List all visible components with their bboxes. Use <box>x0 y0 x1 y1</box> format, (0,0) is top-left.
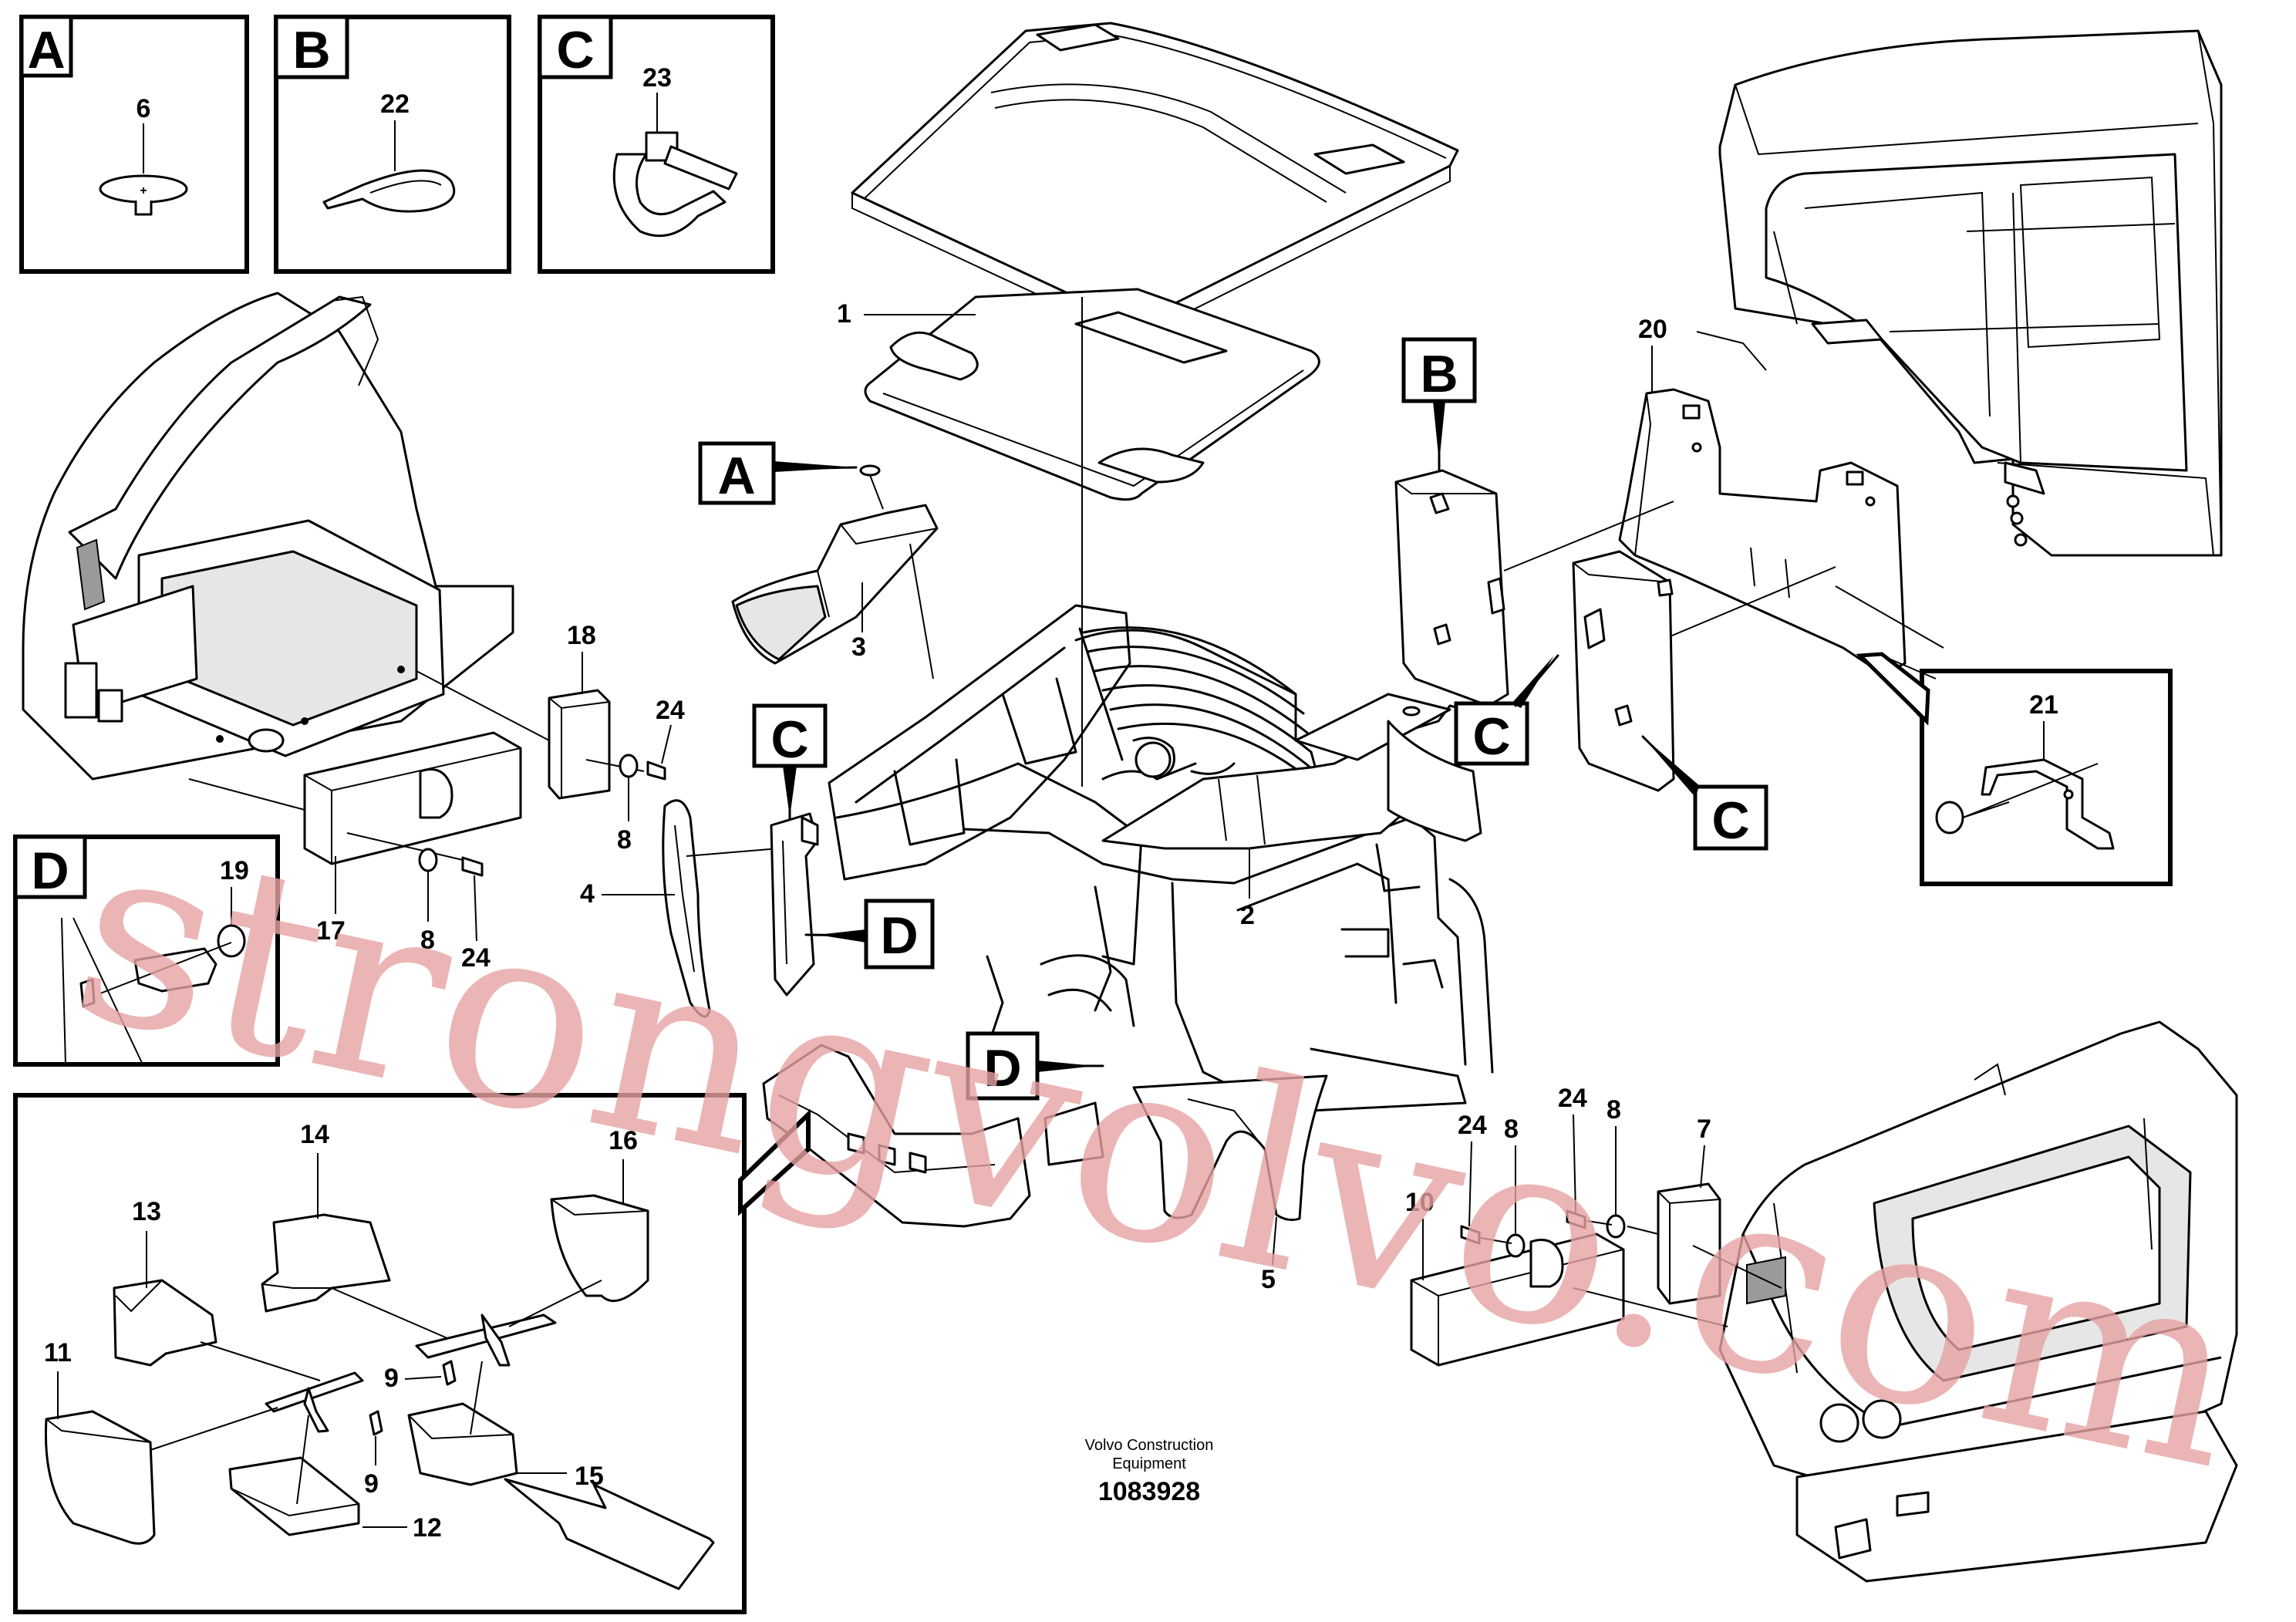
callout-24-d: 24 <box>1558 1084 1587 1113</box>
callout-24-b: 24 <box>461 943 491 973</box>
callout-4: 4 <box>580 879 595 909</box>
callout-1: 1 <box>837 299 851 329</box>
engine-hood <box>851 22 1459 341</box>
part-20-rear-panel: 20 <box>1503 315 1944 673</box>
bolt-washer-row-left: 8 24 <box>418 848 491 973</box>
part-18-weight-block: 18 24 8 <box>416 621 685 855</box>
callout-14: 14 <box>300 1120 329 1149</box>
callout-6: 6 <box>137 94 151 123</box>
part-4-side-panel: 4 <box>580 799 780 1018</box>
part-5-lower-guard: 5 <box>1043 1074 1328 1294</box>
callout-2: 2 <box>1240 901 1255 930</box>
detail-pointer-c-lower-right: C <box>1641 735 1768 851</box>
bolt-washer-row-right: 24 8 24 8 <box>1458 1084 1626 1258</box>
detail-box-d: D 19 <box>13 835 280 1067</box>
callout-20: 20 <box>1638 315 1667 344</box>
callout-8-a: 8 <box>617 825 632 855</box>
part-2-front-plate: 2 <box>1101 693 1513 930</box>
detail-pointer-d-mid: D <box>804 899 935 969</box>
part-7-weight-block: 7 <box>1627 1114 1782 1305</box>
callout-18: 18 <box>567 621 596 650</box>
detail-pointer-d-lower: D <box>966 1031 1104 1101</box>
pointer-label-c-lower-right: C <box>1711 791 1749 850</box>
pointer-label-d-mid: D <box>880 906 918 965</box>
callout-17: 17 <box>316 916 346 946</box>
callout-12: 12 <box>413 1513 442 1543</box>
pointer-label-c-mid-right: C <box>1472 707 1510 766</box>
callout-11: 11 <box>44 1338 72 1367</box>
callout-8-c: 8 <box>1504 1114 1519 1144</box>
detail-label-c-top: C <box>556 21 594 79</box>
detail-pointer-c-mid-right: C <box>1454 654 1559 766</box>
detail-label-a: A <box>27 21 65 79</box>
pointer-label-d-lower: D <box>983 1039 1021 1098</box>
callout-23: 23 <box>642 63 672 93</box>
detail-box-a: A 6 + <box>19 15 249 274</box>
part-17-weight-bar: 17 <box>188 731 522 946</box>
caption-line-1: Volvo Construction <box>1085 1437 1214 1454</box>
detail-pointer-c-left: C <box>752 703 828 831</box>
cab <box>1696 29 2223 557</box>
side-plate-right <box>1572 550 1675 792</box>
callout-8-d: 8 <box>1607 1095 1621 1125</box>
callout-9-a: 9 <box>384 1364 399 1393</box>
front-hood-assembly-right <box>1718 1020 2238 1583</box>
callout-16: 16 <box>609 1126 638 1155</box>
svg-text:+: + <box>140 184 147 197</box>
callout-8-b: 8 <box>420 926 435 955</box>
pointer-label-c-left: C <box>770 710 808 769</box>
callout-5: 5 <box>1261 1265 1276 1294</box>
callout-3: 3 <box>851 632 866 662</box>
pointer-label-b: B <box>1420 345 1458 403</box>
callout-24-c: 24 <box>1458 1111 1487 1140</box>
callout-21: 21 <box>2029 690 2058 720</box>
detail-pointer-b: B <box>1394 337 1509 707</box>
callout-10: 10 <box>1405 1188 1435 1217</box>
detail-label-d: D <box>31 841 69 900</box>
detail-box-b: B 22 <box>274 15 511 274</box>
part-3-air-duct: 3 <box>731 464 939 679</box>
pointer-label-a: A <box>717 447 755 505</box>
part-1-hood-panel: 1 <box>837 288 1320 787</box>
detail-box-weights: 14 13 16 11 12 15 <box>13 1093 811 1614</box>
part-10-weight-bar: 10 <box>1405 1188 1728 1367</box>
callout-22: 22 <box>380 89 410 119</box>
caption-line-2: Equipment <box>1112 1455 1186 1472</box>
front-hood-assembly-left <box>22 292 514 781</box>
left-frame-member <box>770 812 819 996</box>
figure-number: 1083928 <box>1098 1477 1200 1506</box>
callout-7: 7 <box>1697 1114 1711 1144</box>
callout-9-b: 9 <box>364 1469 379 1499</box>
detail-box-c-top: C 23 <box>538 15 775 274</box>
callout-13: 13 <box>132 1197 161 1226</box>
detail-label-b: B <box>292 21 330 79</box>
detail-box-21: 21 <box>1856 652 2173 886</box>
caption: Volvo Construction Equipment 1083928 <box>1085 1437 1214 1506</box>
callout-24-a: 24 <box>656 696 685 725</box>
detail-pointer-a: A <box>698 441 858 505</box>
callout-19: 19 <box>220 856 249 885</box>
